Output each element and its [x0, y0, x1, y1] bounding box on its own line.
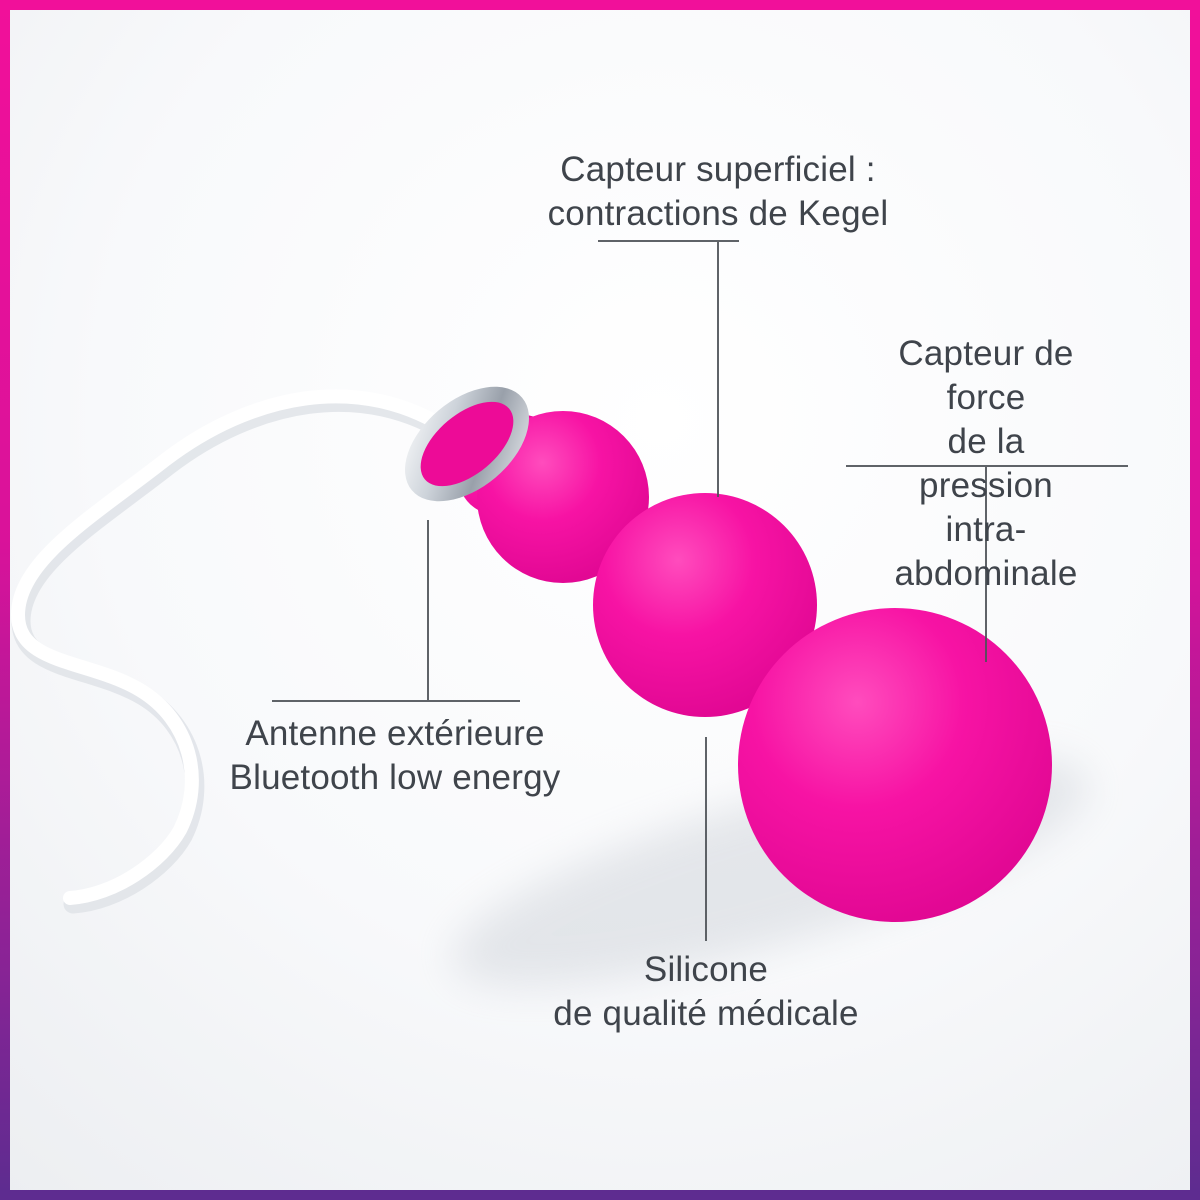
annotation-antenna: Antenne extérieure Bluetooth low energy: [229, 714, 561, 798]
antenna-cable-shadow: [11, 392, 465, 914]
leader-line-antenna: [272, 520, 520, 702]
annotation-pressure-sensor: Capteur de force de la pression intra-ab…: [894, 334, 1078, 594]
annotation-surface-sensor: Capteur superficiel : contractions de Ke…: [547, 150, 889, 234]
device-bulb-large: [738, 608, 1052, 922]
antenna-cable: [10, 389, 459, 905]
annotation-silicone: Silicone de qualité médicale: [553, 950, 859, 1034]
